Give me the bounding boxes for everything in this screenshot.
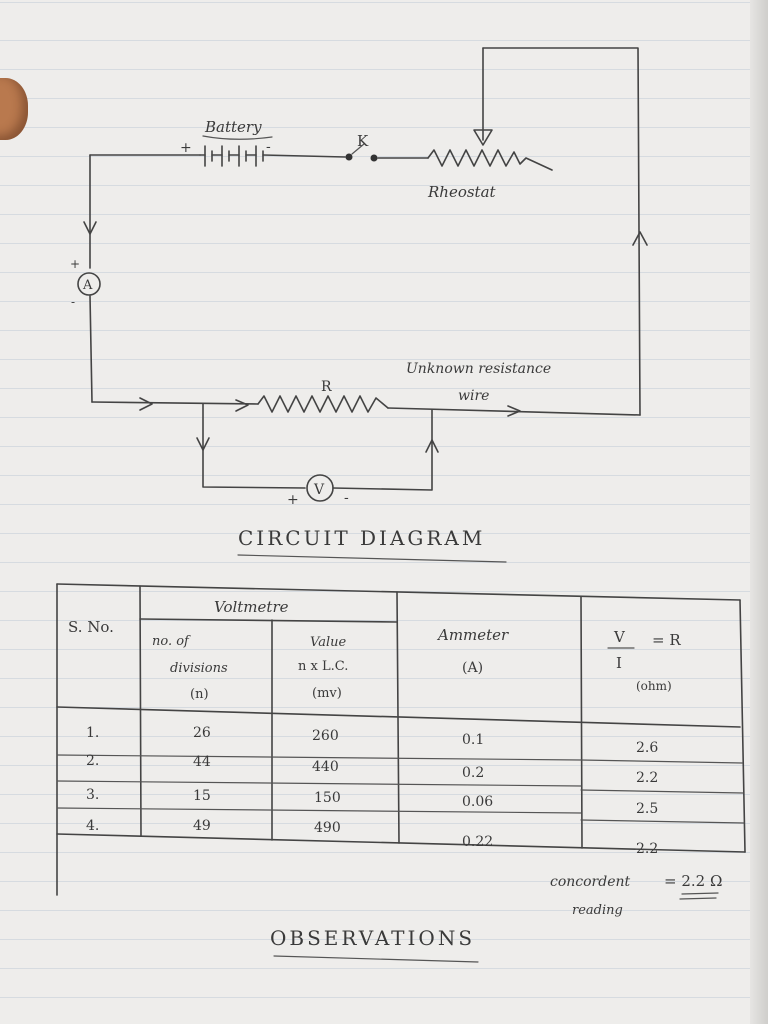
- row3-ammeter: 0.06: [462, 794, 493, 810]
- voltmeter-symbol: V: [313, 482, 325, 498]
- row1-r: 2.6: [636, 740, 658, 756]
- header-ratio-v: V: [613, 628, 626, 646]
- header-ammeter-1: Ammeter: [436, 626, 509, 644]
- battery-label-underline: [202, 135, 273, 140]
- wire-battery-key: [262, 154, 346, 158]
- header-ratio-eq: = R: [652, 631, 681, 649]
- battery-symbol: [199, 145, 264, 167]
- key-label: K: [357, 132, 369, 150]
- concordant-reading: concordent reading = 2.2 Ω: [550, 872, 722, 918]
- circuit-caption: CIRCUIT DIAGRAM: [238, 526, 485, 550]
- ammeter-minus: -: [71, 295, 75, 309]
- row2-ammeter: 0.2: [462, 765, 484, 781]
- row2-sno: 2.: [86, 753, 99, 769]
- observations-table: S. No. Voltmetre no. of divisions (n) Va…: [56, 583, 746, 896]
- header-sno: S. No.: [68, 618, 114, 636]
- arrow-volt-left: [196, 437, 210, 451]
- row3-value: 150: [314, 790, 341, 806]
- concordant-label: concordent: [550, 874, 631, 890]
- voltmeter-branch-left: [202, 403, 306, 489]
- wire-bottom-left: [91, 401, 259, 405]
- observations-caption: OBSERVATIONS: [270, 926, 475, 950]
- wire-label-line1: Unknown resistance: [406, 361, 551, 377]
- arrow-bottom-3: [507, 405, 521, 417]
- row2-r: 2.2: [636, 770, 658, 786]
- row1-ammeter: 0.1: [462, 732, 484, 748]
- row-line-2: [56, 780, 582, 787]
- row-line-3: [56, 807, 582, 814]
- row4-ammeter: 0.22: [462, 834, 493, 850]
- page-edge: [750, 0, 768, 1024]
- observations-caption-underline: [273, 955, 479, 963]
- row1-n: 26: [193, 725, 211, 741]
- row1-value: 260: [312, 728, 339, 744]
- row4-value: 490: [314, 820, 341, 836]
- concordant-underline: [679, 892, 719, 900]
- rheostat-label: Rheostat: [427, 183, 497, 201]
- rheostat-zigzag: [427, 149, 553, 171]
- circuit-caption-underline: [237, 554, 507, 563]
- row3-sno: 3.: [86, 787, 99, 803]
- table-right-line: [739, 599, 746, 853]
- header-divisions-3: (n): [190, 687, 209, 702]
- header-divisions-2: divisions: [170, 661, 228, 676]
- arrow-right-wire: [632, 231, 648, 246]
- key-contact-left: [345, 153, 353, 161]
- wire-bottom-right: [387, 407, 641, 416]
- header-row-line: [56, 706, 741, 728]
- row4-n: 49: [193, 818, 211, 834]
- row3-r: 2.5: [636, 801, 658, 817]
- ammeter-plus: +: [70, 257, 80, 271]
- row4-sno: 4.: [86, 818, 99, 834]
- row2-value: 440: [312, 759, 339, 775]
- concordant-value: = 2.2 Ω: [664, 872, 722, 890]
- voltmetre-subheader-line: [139, 618, 398, 623]
- header-voltmetre: Voltmetre: [214, 598, 289, 616]
- header-divisions-1: no. of: [152, 634, 191, 649]
- row3-n: 15: [193, 788, 211, 804]
- header-value-1: Value: [310, 635, 346, 650]
- resistor-zigzag: [257, 395, 389, 413]
- battery-plus: +: [180, 140, 192, 156]
- circuit-diagram: + - Battery K Rheostat A + - R: [70, 47, 648, 563]
- r-row-line-2: [580, 789, 744, 794]
- arrow-left-wire: [83, 221, 97, 235]
- r-row-line-3: [580, 819, 745, 824]
- table-bottom-line: [56, 833, 746, 853]
- voltmeter-branch-right: [332, 409, 433, 491]
- header-value-2: n x L.C.: [298, 659, 348, 674]
- concordant-label-2: reading: [572, 903, 623, 918]
- rheostat-slider-arrow: [473, 129, 493, 146]
- wire-top-right: [482, 47, 641, 416]
- battery-minus: -: [266, 139, 271, 155]
- arrow-bottom-1: [139, 397, 153, 411]
- header-ammeter-2: (A): [462, 660, 483, 676]
- row2-n: 44: [193, 754, 211, 770]
- wire-left-lower: [89, 295, 93, 403]
- voltmeter-minus: -: [344, 490, 349, 506]
- arrow-volt-right: [425, 439, 439, 453]
- r-row-line-1: [580, 759, 743, 764]
- ammeter-symbol: A: [82, 278, 93, 293]
- key-lever: [351, 143, 365, 155]
- col-line-1: [139, 585, 142, 837]
- arrow-bottom-2: [235, 399, 249, 412]
- ammeter-circle: [77, 272, 101, 296]
- header-ratio-i: I: [616, 654, 622, 672]
- key-contact-right: [370, 154, 378, 162]
- table-top-line: [56, 583, 741, 601]
- row1-sno: 1.: [86, 725, 99, 741]
- wire-label-line2: wire: [458, 388, 489, 404]
- voltmeter-plus: +: [287, 492, 299, 508]
- header-value-3: (mv): [312, 686, 342, 701]
- row-line-1: [56, 754, 582, 761]
- resistor-label: R: [321, 379, 332, 395]
- battery-label: Battery: [204, 118, 262, 136]
- row4-r: 2.2: [636, 841, 658, 857]
- header-ratio-unit: (ohm): [636, 679, 672, 693]
